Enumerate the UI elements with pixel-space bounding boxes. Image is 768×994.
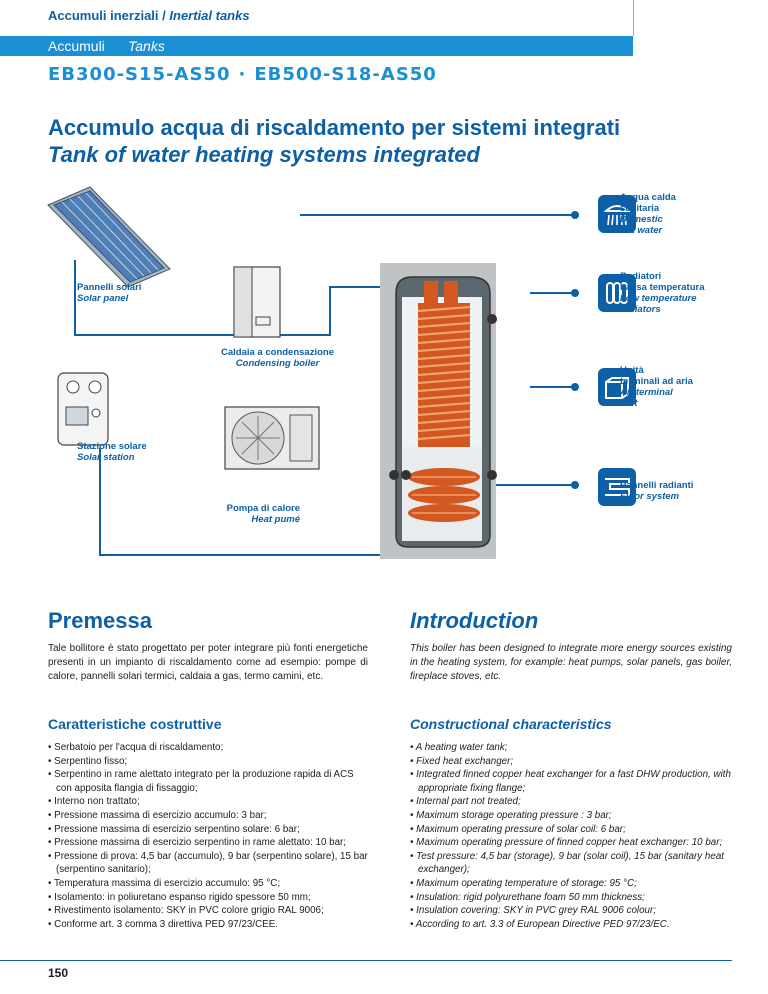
list-item: Serpentino fisso;	[48, 755, 368, 769]
label-hot-water: Acqua calda sanitaria Domestic hot water	[620, 192, 676, 236]
section-title-features-it: Caratteristiche costruttive	[48, 716, 222, 732]
label-hot-water-en2: hot water	[620, 225, 663, 236]
section-title-introduction: Introduction	[410, 608, 539, 633]
diagram-graphics	[47, 186, 579, 559]
label-solar-station-en: Solar station	[77, 452, 135, 463]
list-item: Pressione massima di esercizio serpentin…	[48, 836, 368, 850]
model-separator: ·	[238, 63, 247, 85]
connection-dots	[571, 211, 579, 489]
label-solar-panel: Pannelli solari Solar panel	[77, 282, 141, 304]
label-heat-pump-en: Heat pumé	[251, 514, 300, 525]
label-solar-panel-it: Pannelli solari	[77, 282, 142, 293]
model-code-2: EB500-S18-AS50	[254, 63, 437, 85]
condensing-boiler-illustration	[233, 266, 281, 338]
section-band: Accumuli Tanks	[0, 36, 633, 56]
list-item: Pressione di prova: 4,5 bar (accumulo), …	[48, 850, 368, 877]
list-item: Interno non trattato;	[48, 795, 368, 809]
label-hot-water-it2: sanitaria	[620, 203, 660, 214]
section-title-premessa: Premessa	[48, 608, 152, 633]
label-solar-station: Stazione solare Solar station	[77, 441, 147, 463]
label-radiators: Radiatori bassa temperatura Low temperat…	[620, 271, 704, 315]
label-condensing-boiler-it: Caldaia a condensazione	[221, 347, 334, 358]
label-air-unit-it1: Unità	[620, 365, 644, 376]
header-divider	[633, 0, 634, 36]
premessa-text-it: Tale bollitore è stato progettato per po…	[48, 643, 368, 682]
system-diagram: Pannelli solari Solar panel Caldaia a co…	[40, 185, 740, 575]
page-title-en: Tank of water heating systems integrated	[48, 142, 480, 167]
list-item: Maximum operating pressure of finned cop…	[410, 836, 732, 850]
list-item: Pressione massima di esercizio serpentin…	[48, 823, 368, 837]
list-item: Serpentino in rame alettato integrato pe…	[48, 768, 368, 795]
solar-panel-illustration	[47, 186, 171, 288]
model-code-1: EB300-S15-AS50	[48, 63, 231, 85]
tank-cutaway-illustration	[380, 263, 497, 559]
list-item: Maximum operating pressure of solar coil…	[410, 823, 732, 837]
shower-icon	[598, 195, 636, 233]
breadcrumb-it: Accumuli inerziali /	[48, 8, 166, 23]
list-item: Test pressure: 4,5 bar (storage), 9 bar …	[410, 850, 732, 877]
label-floor-system-en: Floor system	[620, 491, 680, 502]
label-radiators-en2: radiators	[620, 304, 661, 315]
label-hot-water-en1: Domestic	[620, 214, 663, 225]
list-item: Integrated finned copper heat exchanger …	[410, 768, 732, 795]
list-item: Maximum storage operating pressure : 3 b…	[410, 809, 732, 823]
floor-heating-icon	[598, 468, 636, 506]
band-label-it: Accumuli	[48, 38, 105, 54]
solar-station-illustration	[57, 372, 109, 446]
list-item: Serbatoio per l'acqua di riscaldamento;	[48, 741, 368, 755]
label-air-unit-it2: terminali ad aria	[620, 376, 693, 387]
label-radiators-it1: Radiatori	[620, 271, 662, 282]
features-list-en: A heating water tank; Fixed heat exchang…	[410, 741, 732, 931]
premessa-text-en: This boiler has been designed to integra…	[410, 643, 732, 682]
list-item: Temperatura massima di esercizio accumul…	[48, 877, 368, 891]
list-item: Maximum operating temperature of storage…	[410, 877, 732, 891]
list-item: Conforme art. 3 comma 3 direttiva PED 97…	[48, 918, 368, 932]
breadcrumb-en: Inertial tanks	[169, 8, 250, 23]
footer-divider	[0, 960, 732, 961]
band-label-en: Tanks	[128, 38, 165, 54]
label-air-unit-en2: unit	[620, 398, 638, 409]
label-condensing-boiler: Caldaia a condensazione Condensing boile…	[210, 347, 345, 369]
label-air-unit: Unità terminali ad aria Air terminal uni…	[620, 365, 693, 409]
page-number: 150	[48, 966, 69, 980]
list-item: Fixed heat exchanger;	[410, 755, 732, 769]
label-radiators-en1: Low temperature	[620, 293, 697, 304]
list-item: Pressione massima di esercizio accumulo:…	[48, 809, 368, 823]
list-item: Internal part not treated;	[410, 795, 732, 809]
list-item: Insulation covering: SKY in PVC grey RAL…	[410, 904, 732, 918]
radiator-icon	[598, 274, 636, 312]
label-solar-panel-en: Solar panel	[77, 293, 129, 304]
list-item: According to art. 3.3 of European Direct…	[410, 918, 732, 932]
label-radiators-it2: bassa temperatura	[620, 282, 705, 293]
page-title-it: Accumulo acqua di riscaldamento per sist…	[48, 115, 621, 140]
list-item: Insulation: rigid polyurethane foam 50 m…	[410, 891, 732, 905]
section-title-features-en: Constructional characteristics	[410, 716, 612, 732]
list-item: Rivestimento isolamento: SKY in PVC colo…	[48, 904, 368, 918]
label-solar-station-it: Stazione solare	[77, 441, 147, 452]
label-heat-pump-it: Pompa di calore	[226, 503, 300, 514]
label-air-unit-en1: Air terminal	[620, 387, 673, 398]
list-item: A heating water tank;	[410, 741, 732, 755]
air-unit-icon	[598, 368, 636, 406]
label-hot-water-it1: Acqua calda	[620, 192, 676, 203]
label-floor-system: Pannelli radianti Floor system	[620, 480, 693, 502]
label-floor-system-it: Pannelli radianti	[620, 480, 694, 491]
list-item: Isolamento: in poliuretano espanso rigid…	[48, 891, 368, 905]
features-list-it: Serbatoio per l'acqua di riscaldamento; …	[48, 741, 368, 931]
label-condensing-boiler-en: Condensing boiler	[235, 358, 320, 369]
heat-pump-illustration	[224, 406, 320, 470]
model-codes: EB300-S15-AS50 · EB500-S18-AS50	[48, 62, 437, 86]
breadcrumb: Accumuli inerziali / Inertial tanks	[48, 8, 250, 23]
label-heat-pump: Pompa di calore Heat pumé	[210, 503, 300, 525]
